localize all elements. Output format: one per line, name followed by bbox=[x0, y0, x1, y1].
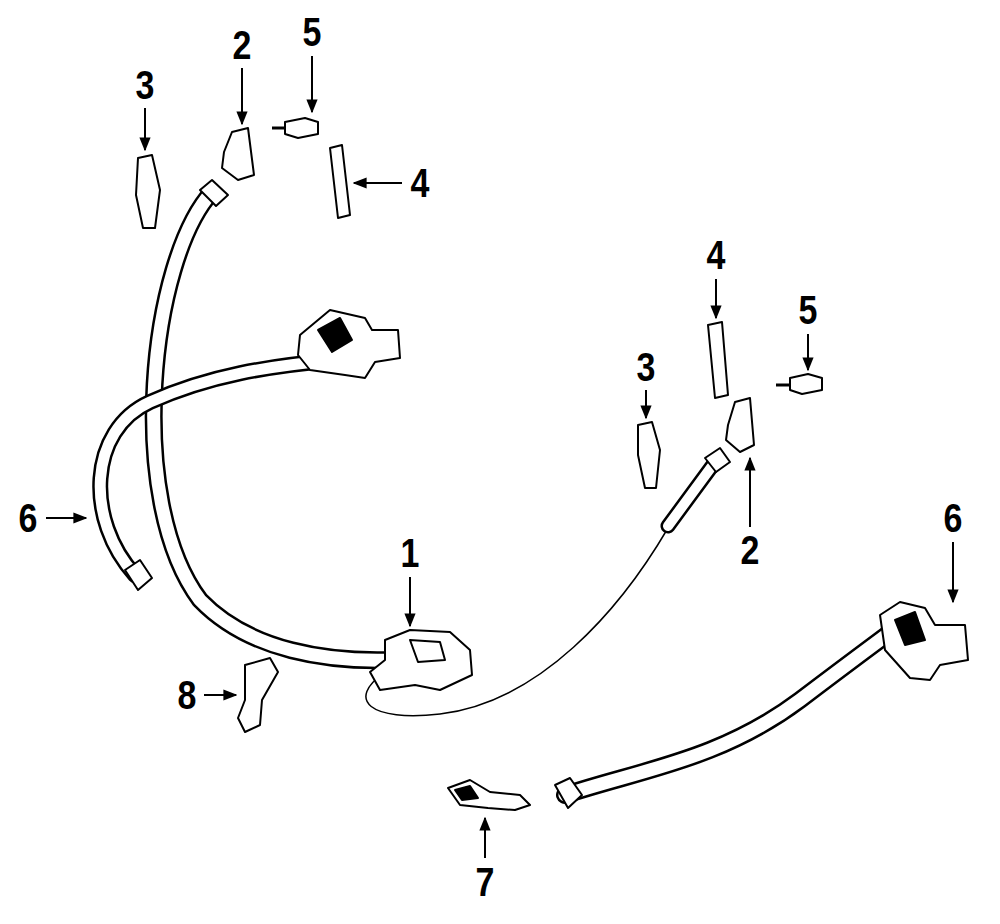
bolt-shank bbox=[776, 384, 790, 387]
callout-number: 1 bbox=[401, 533, 420, 573]
belt-webbing bbox=[100, 360, 335, 575]
leader-arrow bbox=[484, 818, 486, 858]
belt-webbing bbox=[565, 625, 900, 795]
leader-arrow bbox=[952, 542, 954, 602]
guide-bracket bbox=[222, 128, 254, 180]
belt-anchor bbox=[200, 180, 228, 206]
adjuster-rail bbox=[330, 145, 350, 218]
belt-webbing bbox=[100, 360, 335, 575]
leader-arrow bbox=[311, 56, 313, 112]
callout-number: 7 bbox=[476, 862, 495, 902]
belt-webbing bbox=[668, 458, 718, 526]
leader-arrow bbox=[715, 279, 717, 318]
callout-number: 2 bbox=[741, 530, 760, 570]
trim-cover bbox=[136, 155, 160, 228]
latch-plate bbox=[448, 780, 530, 810]
bracket bbox=[238, 658, 278, 732]
belt-webbing bbox=[154, 192, 392, 660]
buckle-housing bbox=[880, 602, 968, 680]
leader-arrow bbox=[645, 390, 647, 418]
callout-number: 6 bbox=[944, 498, 963, 538]
belt-webbing bbox=[154, 192, 392, 660]
leader-arrow bbox=[409, 577, 411, 626]
leader-arrow bbox=[749, 458, 751, 527]
callout-number: 2 bbox=[233, 25, 252, 65]
callout-number: 5 bbox=[799, 290, 818, 330]
belt-end bbox=[125, 560, 152, 590]
bolt bbox=[790, 374, 822, 394]
retractor bbox=[370, 630, 472, 690]
leader-arrow bbox=[354, 182, 402, 184]
callout-number: 5 bbox=[303, 12, 322, 52]
callout-number: 8 bbox=[178, 675, 197, 715]
belt-end bbox=[705, 448, 730, 472]
belt-webbing bbox=[668, 458, 718, 526]
buckle-detail bbox=[895, 612, 925, 645]
callout-number: 4 bbox=[707, 235, 726, 275]
callout-number: 4 bbox=[411, 163, 430, 203]
leader-arrow bbox=[46, 517, 86, 519]
adjuster-rail bbox=[708, 322, 728, 398]
callout-number: 3 bbox=[637, 347, 656, 387]
latch-slot bbox=[455, 786, 478, 800]
retractor-detail bbox=[410, 640, 445, 662]
callout-number: 3 bbox=[136, 65, 155, 105]
trim-cover bbox=[638, 422, 660, 488]
belt-line bbox=[366, 528, 668, 716]
bolt-shank bbox=[272, 127, 285, 130]
leader-arrow bbox=[204, 694, 236, 696]
callout-number: 6 bbox=[19, 498, 38, 538]
leader-arrow bbox=[241, 68, 243, 124]
belt-end bbox=[555, 778, 582, 808]
guide-bracket bbox=[726, 398, 754, 452]
belt-webbing bbox=[565, 625, 900, 795]
bolt bbox=[285, 118, 318, 138]
leader-arrow bbox=[144, 108, 146, 150]
buckle-housing bbox=[298, 310, 400, 378]
leader-arrow bbox=[807, 334, 809, 370]
buckle-detail bbox=[318, 318, 352, 352]
